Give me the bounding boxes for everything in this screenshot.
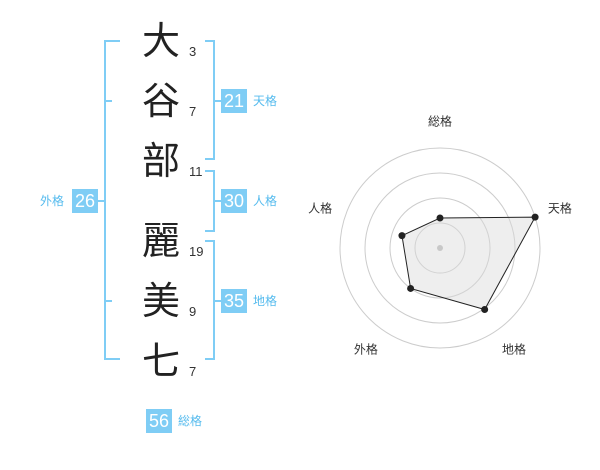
jinkaku-label: 人格	[253, 194, 278, 208]
radar-point-1	[436, 214, 444, 222]
stroke-count-5: 9	[189, 304, 197, 319]
radar-axis-label-5: 人格	[308, 201, 332, 216]
stroke-count-3: 11	[189, 164, 203, 179]
gaikaku-value: 26	[72, 189, 98, 213]
radar-area	[401, 216, 536, 311]
chikaku-label: 地格	[253, 294, 278, 308]
radar-axis-label-1: 総格	[428, 114, 452, 129]
tenkaku-label: 天格	[253, 94, 278, 108]
gaikaku-label: 外格	[40, 194, 65, 208]
stroke-count-6: 7	[189, 364, 197, 379]
radar-point-2	[531, 213, 539, 221]
name-char-4: 麗	[141, 219, 180, 263]
jinkaku-value: 30	[221, 189, 247, 213]
radar-rings	[339, 147, 541, 349]
name-char-5: 美	[141, 279, 180, 323]
radar-point-4	[407, 284, 415, 292]
radar-point-5	[398, 232, 406, 240]
stroke-count-4: 19	[189, 244, 204, 259]
radar-ring	[414, 222, 466, 274]
tenkaku-value: 21	[221, 89, 247, 113]
stroke-count-2: 7	[189, 104, 197, 119]
radar-axis-label-4: 外格	[354, 341, 378, 356]
radar-ring	[389, 197, 491, 299]
radar-center	[437, 245, 443, 251]
name-char-2: 谷	[141, 79, 180, 123]
radar-axis-label-3: 地格	[502, 341, 526, 356]
name-char-3: 部	[141, 139, 180, 183]
name-char-6: 七	[141, 339, 180, 383]
soukaku-label: 総格	[178, 414, 203, 428]
name-char-1: 大	[141, 19, 180, 63]
soukaku-value: 56	[146, 409, 172, 433]
chikaku-value: 35	[221, 289, 247, 313]
radar-axis-label-2: 天格	[548, 201, 572, 216]
radar-ring	[364, 172, 516, 324]
radar-point-3	[481, 305, 489, 313]
stroke-count-1: 3	[189, 44, 197, 59]
